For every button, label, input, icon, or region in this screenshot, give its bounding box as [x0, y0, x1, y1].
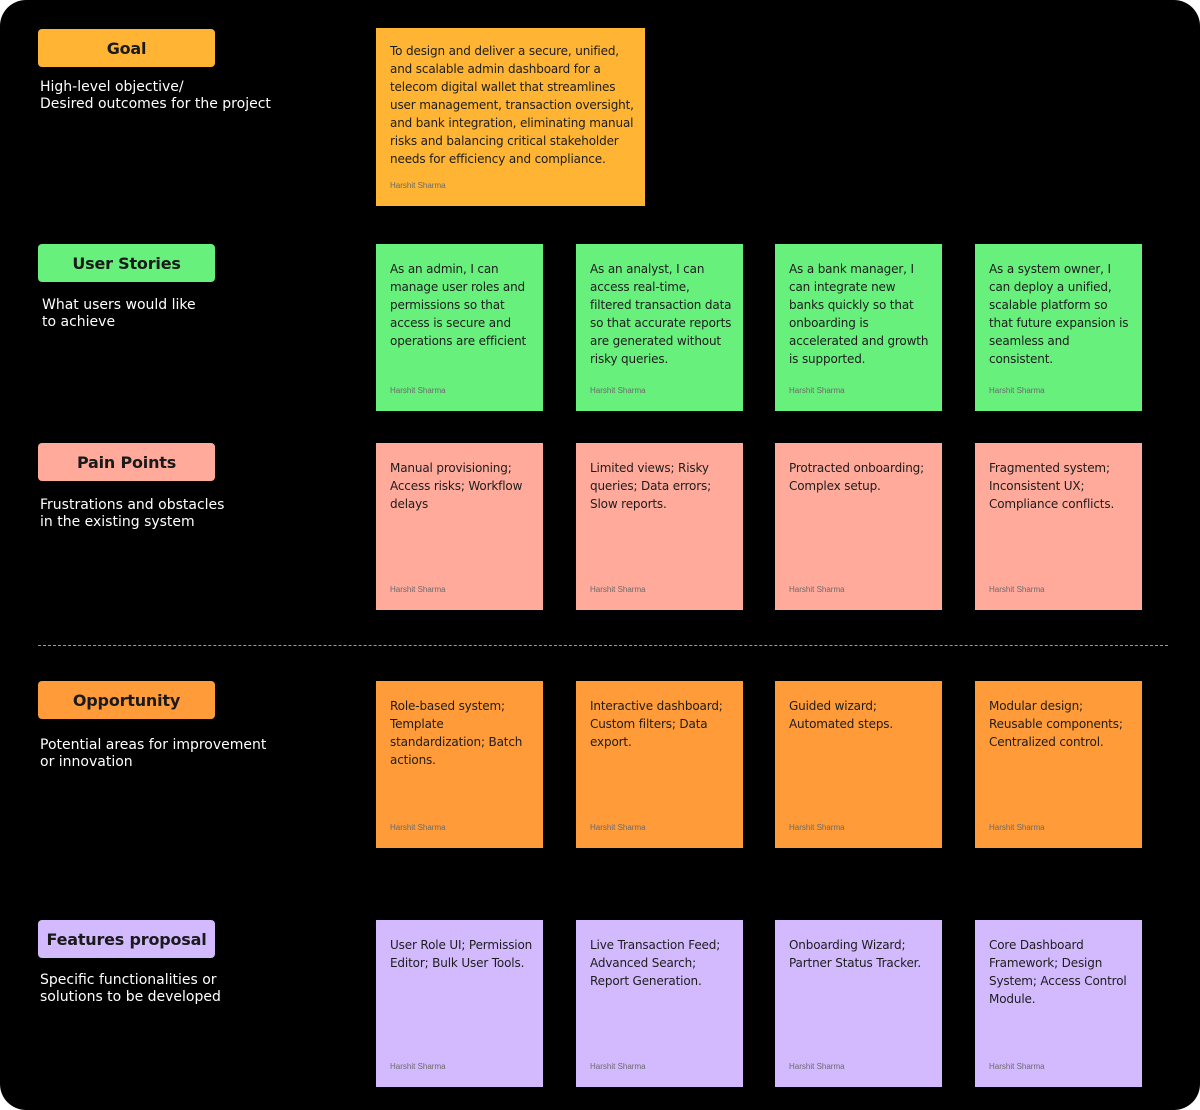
user-story-note[interactable]: As a bank manager, I can integrate new b… [775, 244, 942, 411]
note-author: Harshit Sharma [590, 386, 646, 395]
feature-note[interactable]: Live Transaction Feed; Advanced Search; … [576, 920, 743, 1087]
opportunity-note[interactable]: Interactive dashboard; Custom filters; D… [576, 681, 743, 848]
goal-description: High-level objective/ Desired outcomes f… [40, 79, 271, 112]
note-author: Harshit Sharma [390, 823, 446, 832]
note-author: Harshit Sharma [390, 181, 446, 190]
user-stories-description: What users would like to achieve [42, 297, 196, 330]
note-author: Harshit Sharma [789, 823, 845, 832]
note-author: Harshit Sharma [989, 585, 1045, 594]
pain-point-note[interactable]: Protracted onboarding; Complex setup. Ha… [775, 443, 942, 610]
opportunity-description: Potential areas for improvement or innov… [40, 737, 267, 770]
user-stories-label: User Stories [38, 244, 215, 282]
feature-note[interactable]: Onboarding Wizard; Partner Status Tracke… [775, 920, 942, 1087]
user-story-note[interactable]: As an admin, I can manage user roles and… [376, 244, 543, 411]
note-text: Limited views; Risky queries; Data error… [590, 461, 712, 511]
opportunity-label: Opportunity [38, 681, 215, 719]
note-text: Guided wizard; Automated steps. [789, 699, 894, 731]
opportunity-note[interactable]: Role-based system; Template standardizat… [376, 681, 543, 848]
note-author: Harshit Sharma [789, 1062, 845, 1071]
features-description: Specific functionalities or solutions to… [40, 972, 221, 1005]
note-text: To design and deliver a secure, unified,… [390, 44, 634, 166]
note-author: Harshit Sharma [789, 585, 845, 594]
note-author: Harshit Sharma [590, 1062, 646, 1071]
note-text: Interactive dashboard; Custom filters; D… [590, 699, 723, 749]
pain-point-note[interactable]: Manual provisioning; Access risks; Workf… [376, 443, 543, 610]
note-text: Fragmented system; Inconsistent UX; Comp… [989, 461, 1115, 511]
note-text: As an analyst, I can access real-time, f… [590, 262, 732, 366]
note-text: Core Dashboard Framework; Design System;… [989, 938, 1127, 1006]
note-author: Harshit Sharma [989, 823, 1045, 832]
pain-point-note[interactable]: Limited views; Risky queries; Data error… [576, 443, 743, 610]
goal-note[interactable]: To design and deliver a secure, unified,… [376, 28, 645, 206]
note-text: Protracted onboarding; Complex setup. [789, 461, 925, 493]
user-story-note[interactable]: As an analyst, I can access real-time, f… [576, 244, 743, 411]
note-text: As a bank manager, I can integrate new b… [789, 262, 929, 366]
features-label: Features proposal [38, 920, 215, 958]
note-text: As an admin, I can manage user roles and… [390, 262, 527, 348]
note-author: Harshit Sharma [390, 386, 446, 395]
pain-points-description: Frustrations and obstacles in the existi… [40, 497, 225, 530]
goal-label: Goal [38, 29, 215, 67]
note-text: Manual provisioning; Access risks; Workf… [390, 461, 523, 511]
note-author: Harshit Sharma [989, 1062, 1045, 1071]
pain-points-label: Pain Points [38, 443, 215, 481]
opportunity-note[interactable]: Guided wizard; Automated steps. Harshit … [775, 681, 942, 848]
note-author: Harshit Sharma [789, 386, 845, 395]
feature-note[interactable]: Core Dashboard Framework; Design System;… [975, 920, 1142, 1087]
pain-point-note[interactable]: Fragmented system; Inconsistent UX; Comp… [975, 443, 1142, 610]
note-text: Live Transaction Feed; Advanced Search; … [590, 938, 721, 988]
note-author: Harshit Sharma [390, 585, 446, 594]
section-divider [38, 645, 1168, 646]
note-text: As a system owner, I can deploy a unifie… [989, 262, 1129, 366]
note-author: Harshit Sharma [390, 1062, 446, 1071]
note-author: Harshit Sharma [590, 585, 646, 594]
user-story-note[interactable]: As a system owner, I can deploy a unifie… [975, 244, 1142, 411]
note-text: Modular design; Reusable components; Cen… [989, 699, 1123, 749]
note-author: Harshit Sharma [989, 386, 1045, 395]
feature-note[interactable]: User Role UI; Permission Editor; Bulk Us… [376, 920, 543, 1087]
note-text: User Role UI; Permission Editor; Bulk Us… [390, 938, 533, 970]
opportunity-note[interactable]: Modular design; Reusable components; Cen… [975, 681, 1142, 848]
note-text: Role-based system; Template standardizat… [390, 699, 523, 767]
note-text: Onboarding Wizard; Partner Status Tracke… [789, 938, 922, 970]
note-author: Harshit Sharma [590, 823, 646, 832]
